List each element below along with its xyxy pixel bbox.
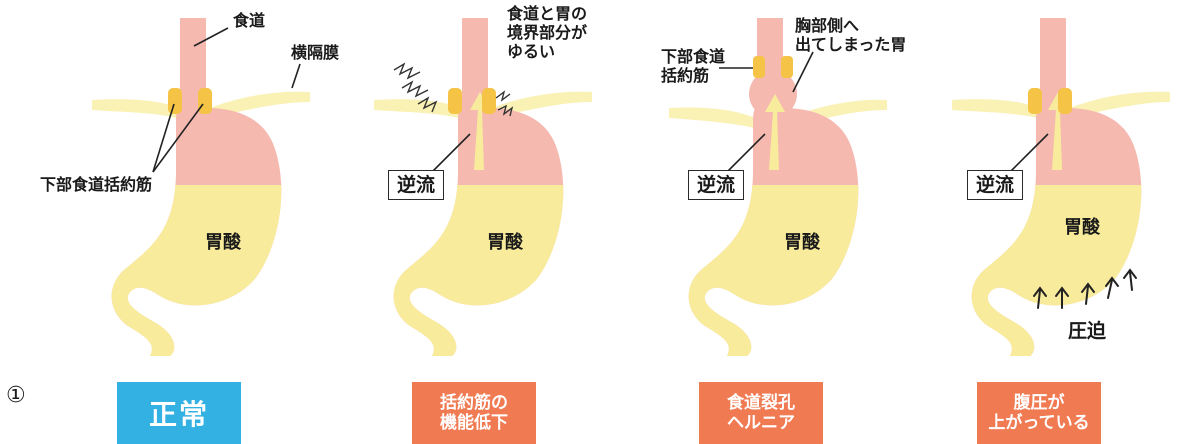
badge-hiatal-hernia: 食道裂孔 ヘルニア: [699, 382, 823, 444]
label-hernia: 胸部側へ 出てしまった胃: [795, 16, 906, 54]
sphincter-right: [198, 88, 212, 114]
label-pressure: 圧迫: [1068, 322, 1106, 341]
badge-abdominal-pressure: 腹圧が 上がっている: [977, 382, 1101, 444]
badge-sphincter-dysfunction: 括約筋の 機能低下: [412, 382, 536, 444]
label-diaphragm: 横隔膜: [291, 43, 339, 62]
label-reflux-4: 逆流: [967, 170, 1023, 200]
label-acid-4: 胃酸: [1064, 213, 1100, 239]
label-acid-1: 胃酸: [205, 228, 241, 254]
sphincter-left: [168, 88, 182, 114]
label-acid-2: 胃酸: [487, 228, 523, 254]
panel-number: ①: [6, 383, 26, 408]
leader-diaphragm: [292, 64, 300, 88]
label-les: 下部食道括約筋: [40, 175, 152, 194]
label-les-3: 下部食道 括約筋: [661, 47, 725, 85]
label-reflux-2: 逆流: [388, 170, 444, 200]
label-boundary-loose: 食道と胃の 境界部分が ゆるい: [507, 4, 587, 61]
label-esophagus: 食道: [233, 11, 265, 30]
badge-normal: 正常: [117, 382, 241, 444]
label-acid-3: 胃酸: [784, 228, 820, 254]
diaphragm-left: [92, 99, 178, 118]
label-reflux-3: 逆流: [688, 170, 744, 200]
